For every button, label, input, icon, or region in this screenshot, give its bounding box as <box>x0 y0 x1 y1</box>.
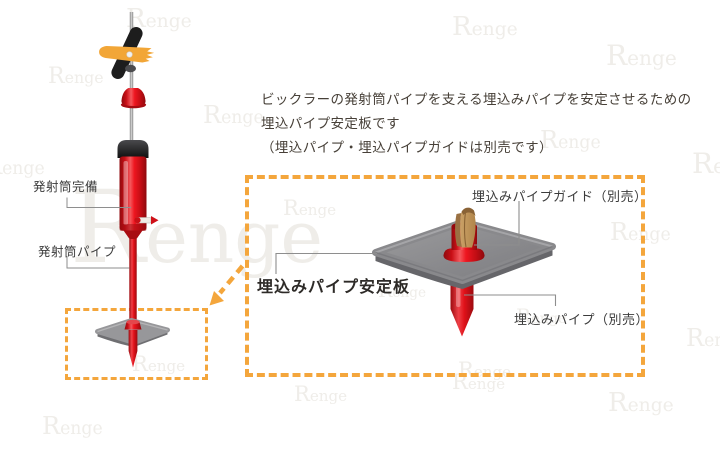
leader-lines-left <box>66 197 131 269</box>
watermark-text: Renge <box>686 324 720 352</box>
launcher-pipe <box>129 239 137 323</box>
label-pipe-guide: 埋込みパイプガイド（別売） <box>472 189 648 204</box>
watermark-text: Renge <box>294 382 348 406</box>
watermark-text: Renge <box>516 304 567 328</box>
label-launcher-pipe: 発射筒パイプ <box>38 245 117 259</box>
watermark-text: Renge <box>692 147 720 180</box>
propeller-hub <box>126 51 133 58</box>
description-line: 埋込パイプ安定板です <box>261 116 400 131</box>
bell-cap <box>120 88 147 109</box>
watermark-text: Renge <box>48 64 104 89</box>
detail-zoom-frame <box>245 175 645 377</box>
label-stabilizer-plate: 埋込みパイプ安定板 <box>257 279 411 296</box>
product-description: ビックラーの発射筒パイプを支える埋込みパイプを安定させるための 埋込パイプ安定板… <box>261 88 692 160</box>
label-launcher-complete: 発射筒完備 <box>33 180 99 194</box>
hub-nut <box>125 64 136 73</box>
watermark-text: Renge <box>452 12 518 42</box>
watermark-text: Renge <box>378 280 427 302</box>
description-line: ビックラーの発射筒パイプを支える埋込みパイプを安定させるための <box>261 92 692 107</box>
watermark-text: Renge <box>540 126 601 154</box>
watermark-text: Renge <box>283 196 337 220</box>
zoom-connector-arrow-icon <box>209 264 245 306</box>
watermark-text: Renge <box>0 154 45 179</box>
watermark-text: Renge <box>608 388 674 418</box>
watermark-text: Renge <box>610 218 671 246</box>
small-pipe-collar <box>124 319 142 330</box>
ignition-pin <box>134 216 159 225</box>
tube-top-cap <box>117 140 149 158</box>
watermark-text: Renge <box>203 101 264 129</box>
launcher-illustration <box>66 12 170 368</box>
watermark-text: Renge <box>132 352 186 376</box>
watermark-text: Renge <box>42 412 103 440</box>
leader-lines-detail <box>275 201 557 306</box>
label-buried-pipe: 埋込みパイプ（別売） <box>514 312 650 327</box>
watermark-text: Renge <box>606 39 677 72</box>
launch-tube <box>119 156 147 239</box>
pipe-guide <box>455 207 476 248</box>
stabilizer-detail-illustration <box>275 201 557 337</box>
description-line: （埋込パイプ・埋込パイプガイドは別売です） <box>261 140 553 155</box>
small-ground-spike <box>128 330 138 368</box>
launcher-rod <box>129 12 134 144</box>
